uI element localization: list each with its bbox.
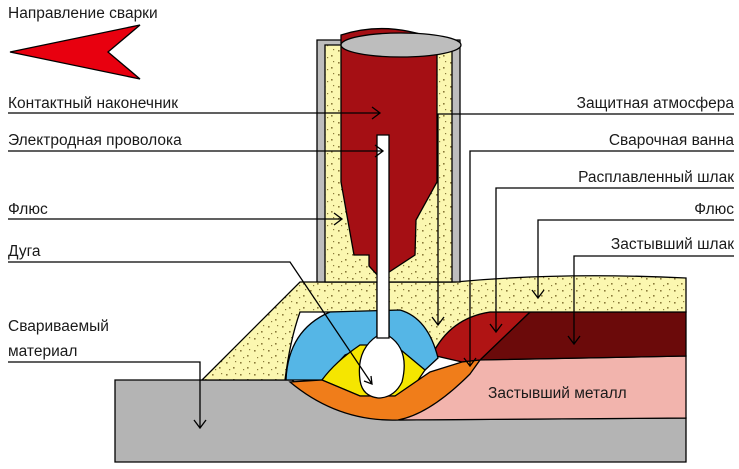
leader-shielding-atmosphere xyxy=(431,113,734,327)
wire-inner xyxy=(376,134,390,339)
flux-label-left: Флюс xyxy=(8,201,48,218)
leader-weld-pool xyxy=(463,150,734,368)
nozzle-top xyxy=(340,32,462,58)
flux-pile xyxy=(200,275,687,381)
molten-slag-label: Расплавленный шлак xyxy=(578,169,734,186)
leader-electrode-wire xyxy=(8,144,385,158)
leader-solidified-slag xyxy=(567,255,734,346)
solidified-metal-label: Застывший металл xyxy=(488,385,627,402)
leader-base-material xyxy=(8,361,207,430)
electrode-wire-label: Электродная проволока xyxy=(8,132,182,149)
base-material-label-1: Свариваемый xyxy=(8,318,109,335)
contact-tip-label: Контактный наконечник xyxy=(8,95,178,112)
leader-flux-right xyxy=(531,219,734,300)
flux-label-right: Флюс xyxy=(694,201,734,218)
welding-direction-arrow xyxy=(9,24,141,80)
weld-pool xyxy=(288,359,482,421)
weld-pool-label: Сварочная ванна xyxy=(609,132,735,149)
shielding-atmosphere-label: Защитная атмосфера xyxy=(577,95,735,112)
leader-flux-left xyxy=(8,212,344,226)
base-material-label-2: материал xyxy=(8,343,77,360)
welding-direction-title: Направление сварки xyxy=(8,5,158,22)
leader-contact-tip xyxy=(8,106,382,120)
leader-molten-slag xyxy=(489,187,734,334)
arc-label: Дуга xyxy=(8,243,41,260)
solidified-slag-label: Застывший шлак xyxy=(611,236,734,253)
leader-arc xyxy=(8,261,373,385)
